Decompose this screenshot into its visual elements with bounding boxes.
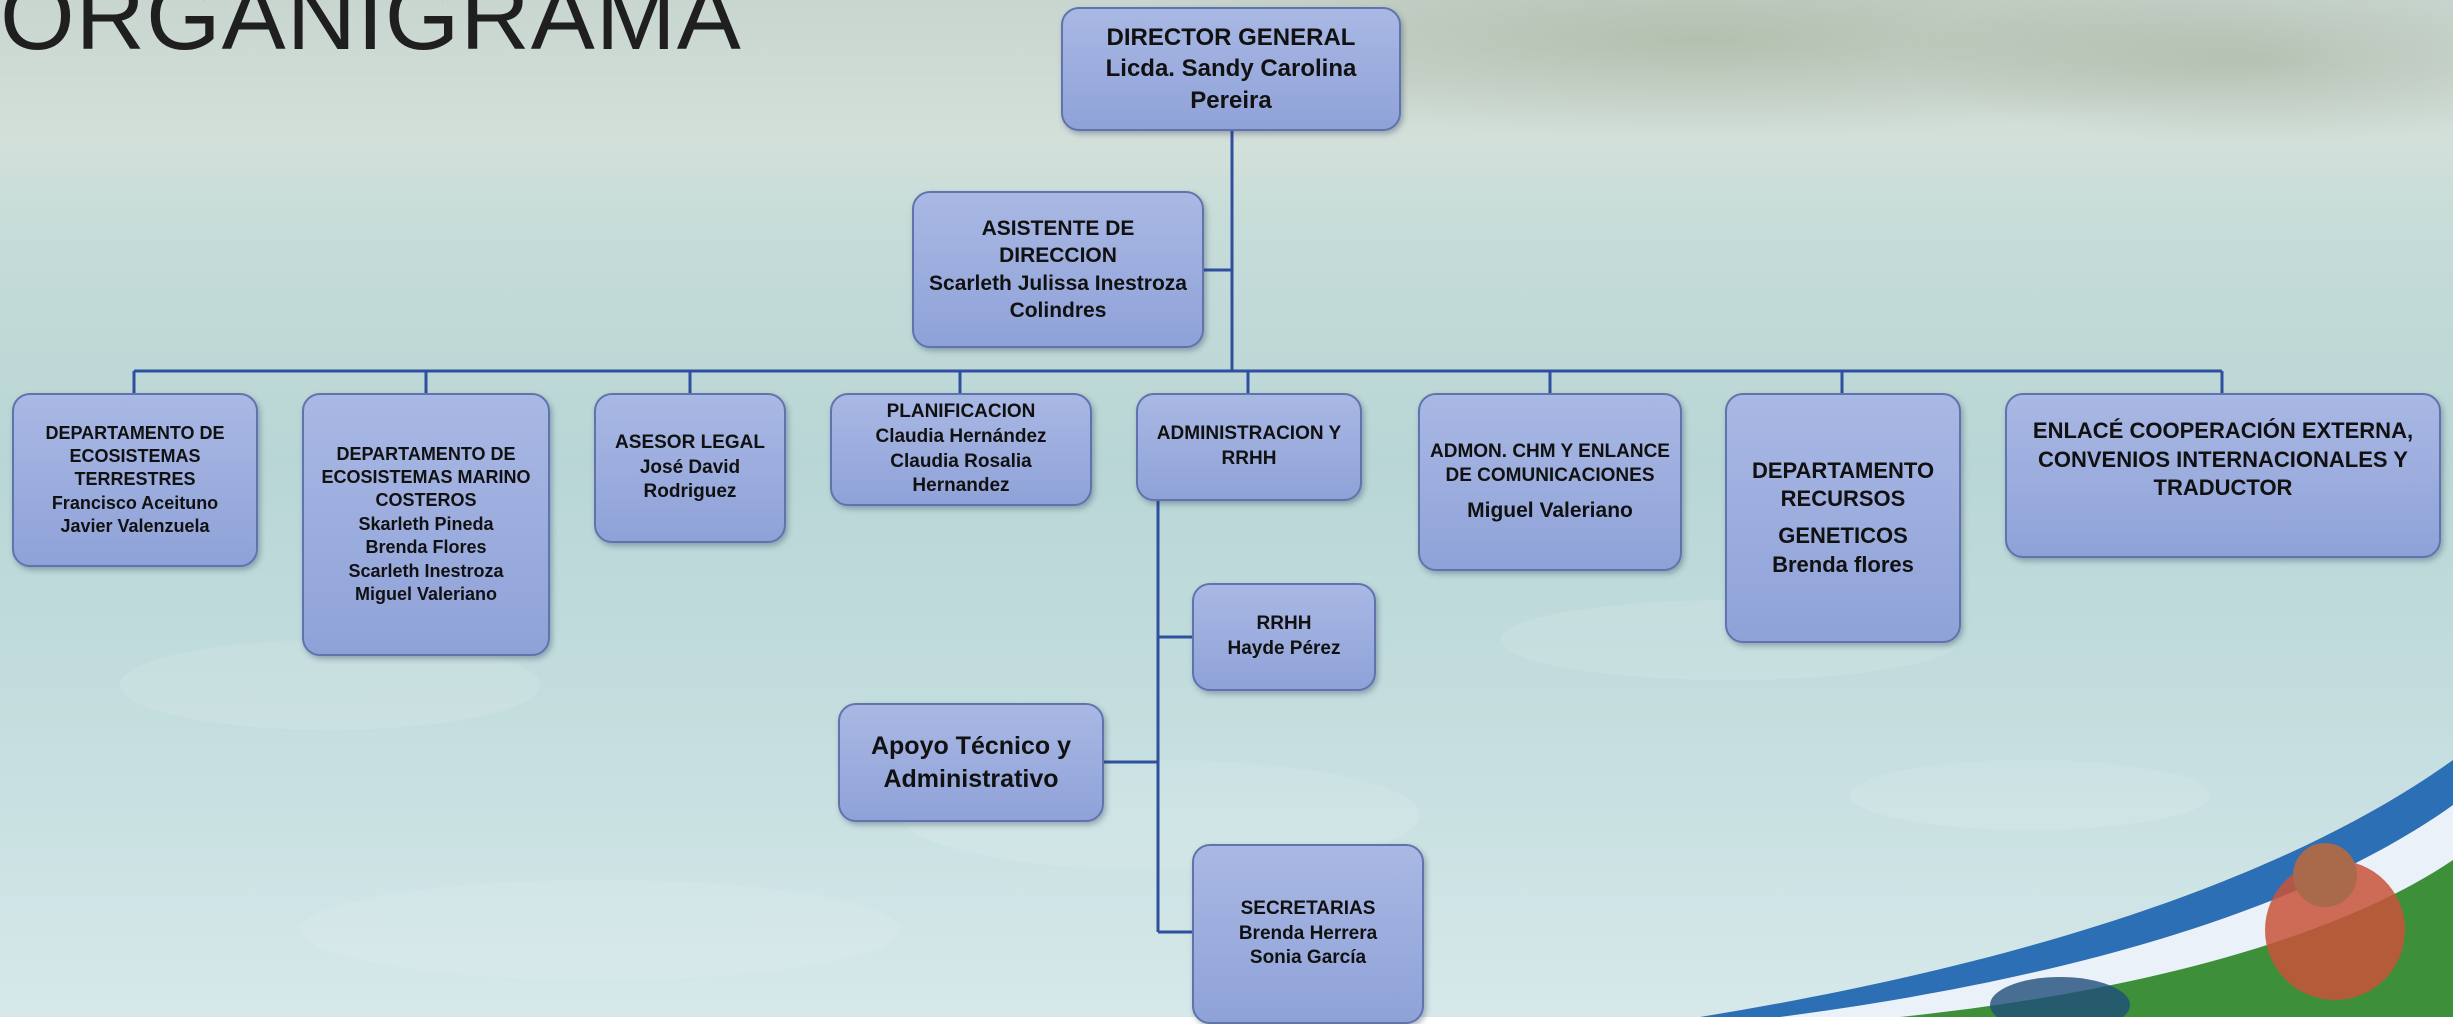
node-planificacion-line-1: PLANIFICACION xyxy=(886,401,1036,423)
node-eco-marino-line-3: COSTEROS xyxy=(375,490,477,511)
node-asistente-line-1: ASISTENTE DE DIRECCION xyxy=(981,216,1135,268)
node-recursos-geneticos-line-2: RECURSOS xyxy=(1780,486,1906,512)
node-recursos-geneticos-line-1: DEPARTAMENTO xyxy=(1751,457,1935,483)
node-asesor-legal-line-2: José David xyxy=(639,456,741,478)
node-eco-marino-costeros[interactable]: DEPARTAMENTO DE ECOSISTEMAS MARINO COSTE… xyxy=(302,393,550,656)
node-planificacion[interactable]: PLANIFICACION Claudia Hernández Claudia … xyxy=(830,393,1092,506)
node-secretarias-line-3: Sonia García xyxy=(1249,947,1367,969)
node-rrhh[interactable]: RRHH Hayde Pérez xyxy=(1192,583,1376,691)
photo-figure-head xyxy=(2293,843,2357,907)
node-apoyo-line-1: Apoyo Técnico y xyxy=(870,732,1072,760)
node-secretarias[interactable]: SECRETARIAS Brenda Herrera Sonia García xyxy=(1192,844,1424,1024)
node-eco-terrestres-line-4: Francisco Aceituno xyxy=(51,492,219,513)
node-administracion-line-2: RRHH xyxy=(1221,448,1277,469)
node-admon-chm-line-2: DE COMUNICACIONES xyxy=(1445,465,1655,487)
node-asistente-direccion[interactable]: ASISTENTE DE DIRECCION Scarleth Julissa … xyxy=(912,191,1204,348)
node-enlace-cooperacion[interactable]: ENLACÉ COOPERACIÓN EXTERNA, CONVENIOS IN… xyxy=(2005,393,2441,558)
node-eco-marino-line-5: Brenda Flores xyxy=(365,537,487,558)
node-asesor-legal[interactable]: ASESOR LEGAL José David Rodriguez xyxy=(594,393,786,543)
node-eco-terrestres-line-5: Javier Valenzuela xyxy=(60,516,210,537)
node-recursos-geneticos-line-3: GENETICOS xyxy=(1778,523,1908,548)
node-asistente-line-2: Scarleth Julissa Inestroza xyxy=(929,271,1187,295)
node-asistente-line-3: Colindres xyxy=(1009,298,1107,322)
node-asesor-legal-line-3: Rodriguez xyxy=(643,481,737,503)
node-administracion-line-1: ADMINISTRACION Y xyxy=(1156,423,1342,445)
page-title: ORGANIGRAMA xyxy=(0,0,742,70)
node-admon-chm-line-3: Miguel Valeriano xyxy=(1467,499,1633,523)
node-apoyo-tecnico[interactable]: Apoyo Técnico y Administrativo xyxy=(838,703,1104,822)
node-eco-marino-line-7: Miguel Valeriano xyxy=(354,583,498,604)
photo-object xyxy=(1990,977,2130,1017)
node-administracion-rrhh[interactable]: ADMINISTRACION Y RRHH xyxy=(1136,393,1362,501)
node-director-line-1: DIRECTOR GENERAL xyxy=(1106,24,1356,52)
node-admon-chm-line-1: ADMON. CHM Y ENLANCE xyxy=(1430,440,1670,462)
node-director-line-2: Licda. Sandy Carolina xyxy=(1105,55,1357,83)
node-planificacion-line-3: Claudia Rosalia Hernandez xyxy=(890,450,1032,497)
node-admon-chm-comunicaciones[interactable]: ADMON. CHM Y ENLANCE DE COMUNICACIONES M… xyxy=(1418,393,1682,571)
node-apoyo-line-2: Administrativo xyxy=(883,764,1059,793)
node-rrhh-line-2: Hayde Pérez xyxy=(1227,638,1341,659)
node-enlace-line-2: CONVENIOS INTERNACIONALES Y xyxy=(2038,446,2408,472)
node-enlace-line-3: TRADUCTOR xyxy=(2153,475,2293,501)
node-recursos-geneticos-line-4: Brenda flores xyxy=(1772,551,1914,577)
node-eco-marino-line-4: Skarleth Pineda xyxy=(358,513,494,534)
node-director-general[interactable]: DIRECTOR GENERAL Licda. Sandy Carolina P… xyxy=(1061,7,1401,131)
node-enlace-line-1: ENLACÉ COOPERACIÓN EXTERNA, xyxy=(2032,418,2414,443)
node-asesor-legal-line-1: ASESOR LEGAL xyxy=(615,431,765,453)
node-secretarias-line-1: SECRETARIAS xyxy=(1240,897,1376,919)
node-secretarias-line-2: Brenda Herrera xyxy=(1238,922,1378,944)
node-eco-terrestres-line-1: DEPARTAMENTO DE xyxy=(45,422,225,443)
node-planificacion-line-2: Claudia Hernández xyxy=(875,425,1047,447)
node-eco-terrestres-line-2: ECOSISTEMAS xyxy=(69,445,201,466)
node-eco-marino-line-2: ECOSISTEMAS MARINO xyxy=(321,467,531,488)
node-eco-terrestres[interactable]: DEPARTAMENTO DE ECOSISTEMAS TERRESTRES F… xyxy=(12,393,258,567)
node-eco-terrestres-line-3: TERRESTRES xyxy=(74,469,196,490)
node-rrhh-line-1: RRHH xyxy=(1256,613,1312,635)
node-eco-marino-line-6: Scarleth Inestroza xyxy=(348,560,504,581)
photo-figure xyxy=(2265,860,2405,1000)
node-recursos-geneticos[interactable]: DEPARTAMENTO RECURSOS GENETICOS Brenda f… xyxy=(1725,393,1961,643)
node-eco-marino-line-1: DEPARTAMENTO DE xyxy=(336,443,516,464)
node-director-line-3: Pereira xyxy=(1190,86,1272,114)
